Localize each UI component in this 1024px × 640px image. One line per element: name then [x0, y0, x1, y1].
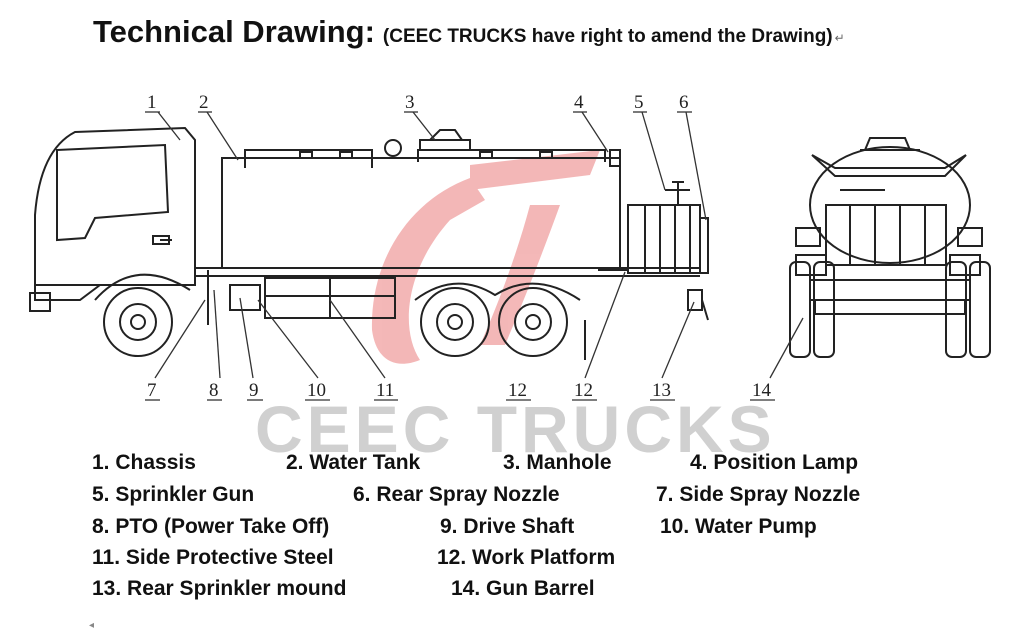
callout-4: 4	[574, 92, 584, 113]
legend-item-manhole: 3. Manhole	[503, 451, 612, 474]
side-wheels	[103, 287, 568, 357]
legend-item-rear-sprinkler-mound: 13. Rear Sprinkler mound	[92, 577, 347, 600]
callout-14: 14	[752, 380, 772, 401]
legend-item-sprinkler-gun: 5. Sprinkler Gun	[92, 483, 255, 506]
legend-item-side-protective-steel: 11. Side Protective Steel	[92, 546, 334, 569]
callout-2: 2	[199, 92, 209, 113]
leader-lines	[154, 111, 804, 379]
callout-11: 11	[376, 380, 394, 401]
callout-6: 6	[679, 92, 689, 113]
callout-5: 5	[634, 92, 644, 113]
callout-3: 3	[405, 92, 415, 113]
callout-underlines	[145, 111, 775, 401]
legend-item-water-tank: 2. Water Tank	[286, 451, 421, 474]
callout-13: 13	[652, 380, 671, 401]
rear-view	[789, 137, 991, 358]
stray-mark: ◂	[89, 620, 95, 631]
legend-item-water-pump: 10. Water Pump	[660, 515, 817, 538]
callout-7: 7	[147, 380, 157, 401]
callout-9: 9	[249, 380, 259, 401]
legend-item-gun-barrel: 14. Gun Barrel	[451, 577, 595, 600]
legend-item-drive-shaft: 9. Drive Shaft	[440, 515, 575, 538]
watermark-text: CEEC TRUCKS	[255, 392, 776, 466]
callout-12-center: 12	[508, 380, 527, 401]
side-view	[29, 126, 709, 360]
callout-12: 12	[574, 380, 593, 401]
callout-10: 10	[307, 380, 326, 401]
title-main: Technical Drawing:	[93, 14, 375, 49]
legend-item-work-platform: 12. Work Platform	[437, 546, 616, 569]
legend-item-rear-spray-nozzle: 6. Rear Spray Nozzle	[353, 483, 560, 506]
legend-item-position-lamp: 4. Position Lamp	[690, 451, 859, 474]
title-note: (CEEC TRUCKS have right to amend the Dra…	[382, 26, 833, 47]
callout-1: 1	[147, 92, 157, 113]
legend-item-pto: 8. PTO (Power Take Off)	[92, 515, 330, 538]
callout-8: 8	[209, 380, 219, 401]
drawing-title: Technical Drawing: (CEEC TRUCKS have righ…	[93, 14, 845, 50]
legend-item-chassis: 1. Chassis	[92, 451, 196, 474]
return-mark: ↵	[834, 31, 845, 45]
legend-item-side-spray-nozzle: 7. Side Spray Nozzle	[656, 483, 861, 506]
